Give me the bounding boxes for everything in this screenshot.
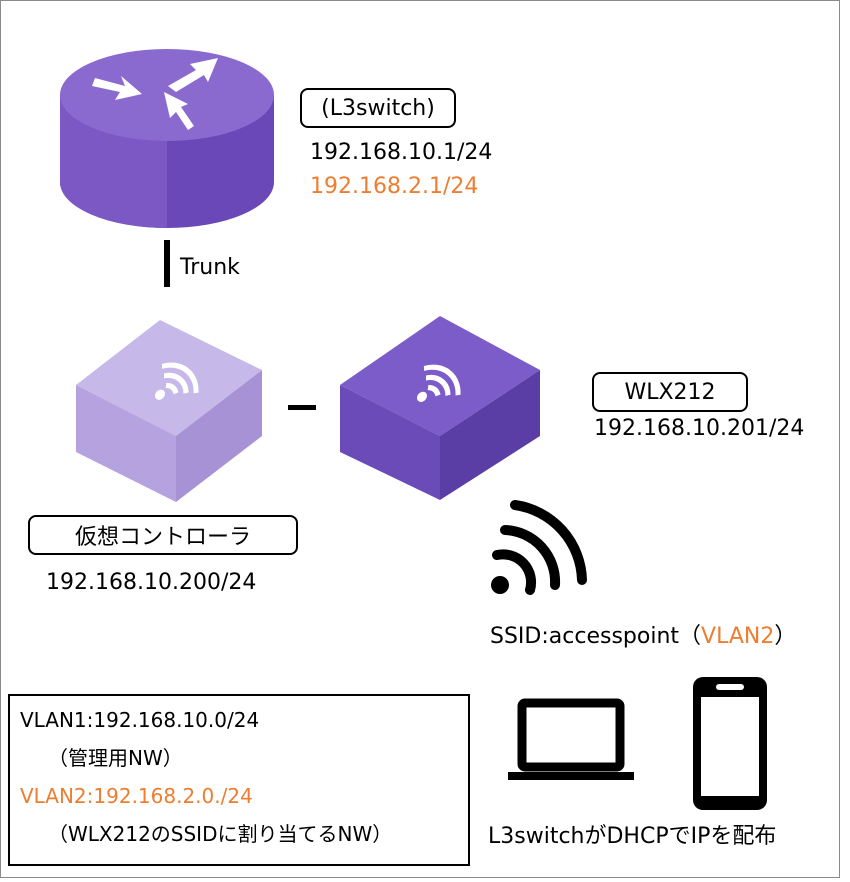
wifi-signal-icon [491,500,587,595]
virtual-controller-name-box: 仮想コントローラ [28,515,298,555]
trunk-label: Trunk [180,255,240,280]
virtual-controller-ip: 192.168.10.200/24 [46,570,257,595]
legend-vlan1: VLAN1:192.168.10.0/24 [20,708,260,732]
virtual-controller-name: 仮想コントローラ [74,525,251,550]
router-name-box: (L3switch) [300,88,456,128]
trunk-link-line [164,240,170,287]
ssid-prefix: SSID:accesspoint（ [490,624,702,649]
legend-vlan1-desc: （管理用NW） [48,746,183,770]
router-icon [60,49,274,228]
router-name: (L3switch) [321,95,435,121]
ssid-vlan: VLAN2 [701,624,775,649]
legend-vlan2-desc: （WLX212のSSIDに割り当てるNW） [48,822,393,846]
wlx212-name: WLX212 [624,379,716,405]
wlx212-ap-icon [340,316,540,500]
wlx212-name-box: WLX212 [592,372,748,412]
ssid-suffix: ） [774,624,797,649]
virtual-controller-ap-icon [76,320,262,502]
router-ip-vlan2: 192.168.2.1/24 [310,174,479,199]
ssid-label: SSID:accesspoint（VLAN2） [490,626,796,648]
dhcp-note: L3switchがDHCPでIPを配布 [488,824,777,849]
laptop-icon [508,698,634,780]
router-ip-vlan1: 192.168.10.1/24 [310,140,493,165]
smartphone-icon [693,677,767,810]
vlan-legend-box: VLAN1:192.168.10.0/24 （管理用NW） VLAN2:192.… [8,694,470,866]
wlx212-ip: 192.168.10.201/24 [594,416,805,441]
ap-link-line [288,405,316,410]
legend-vlan2: VLAN2:192.168.2.0./24 [20,784,253,808]
